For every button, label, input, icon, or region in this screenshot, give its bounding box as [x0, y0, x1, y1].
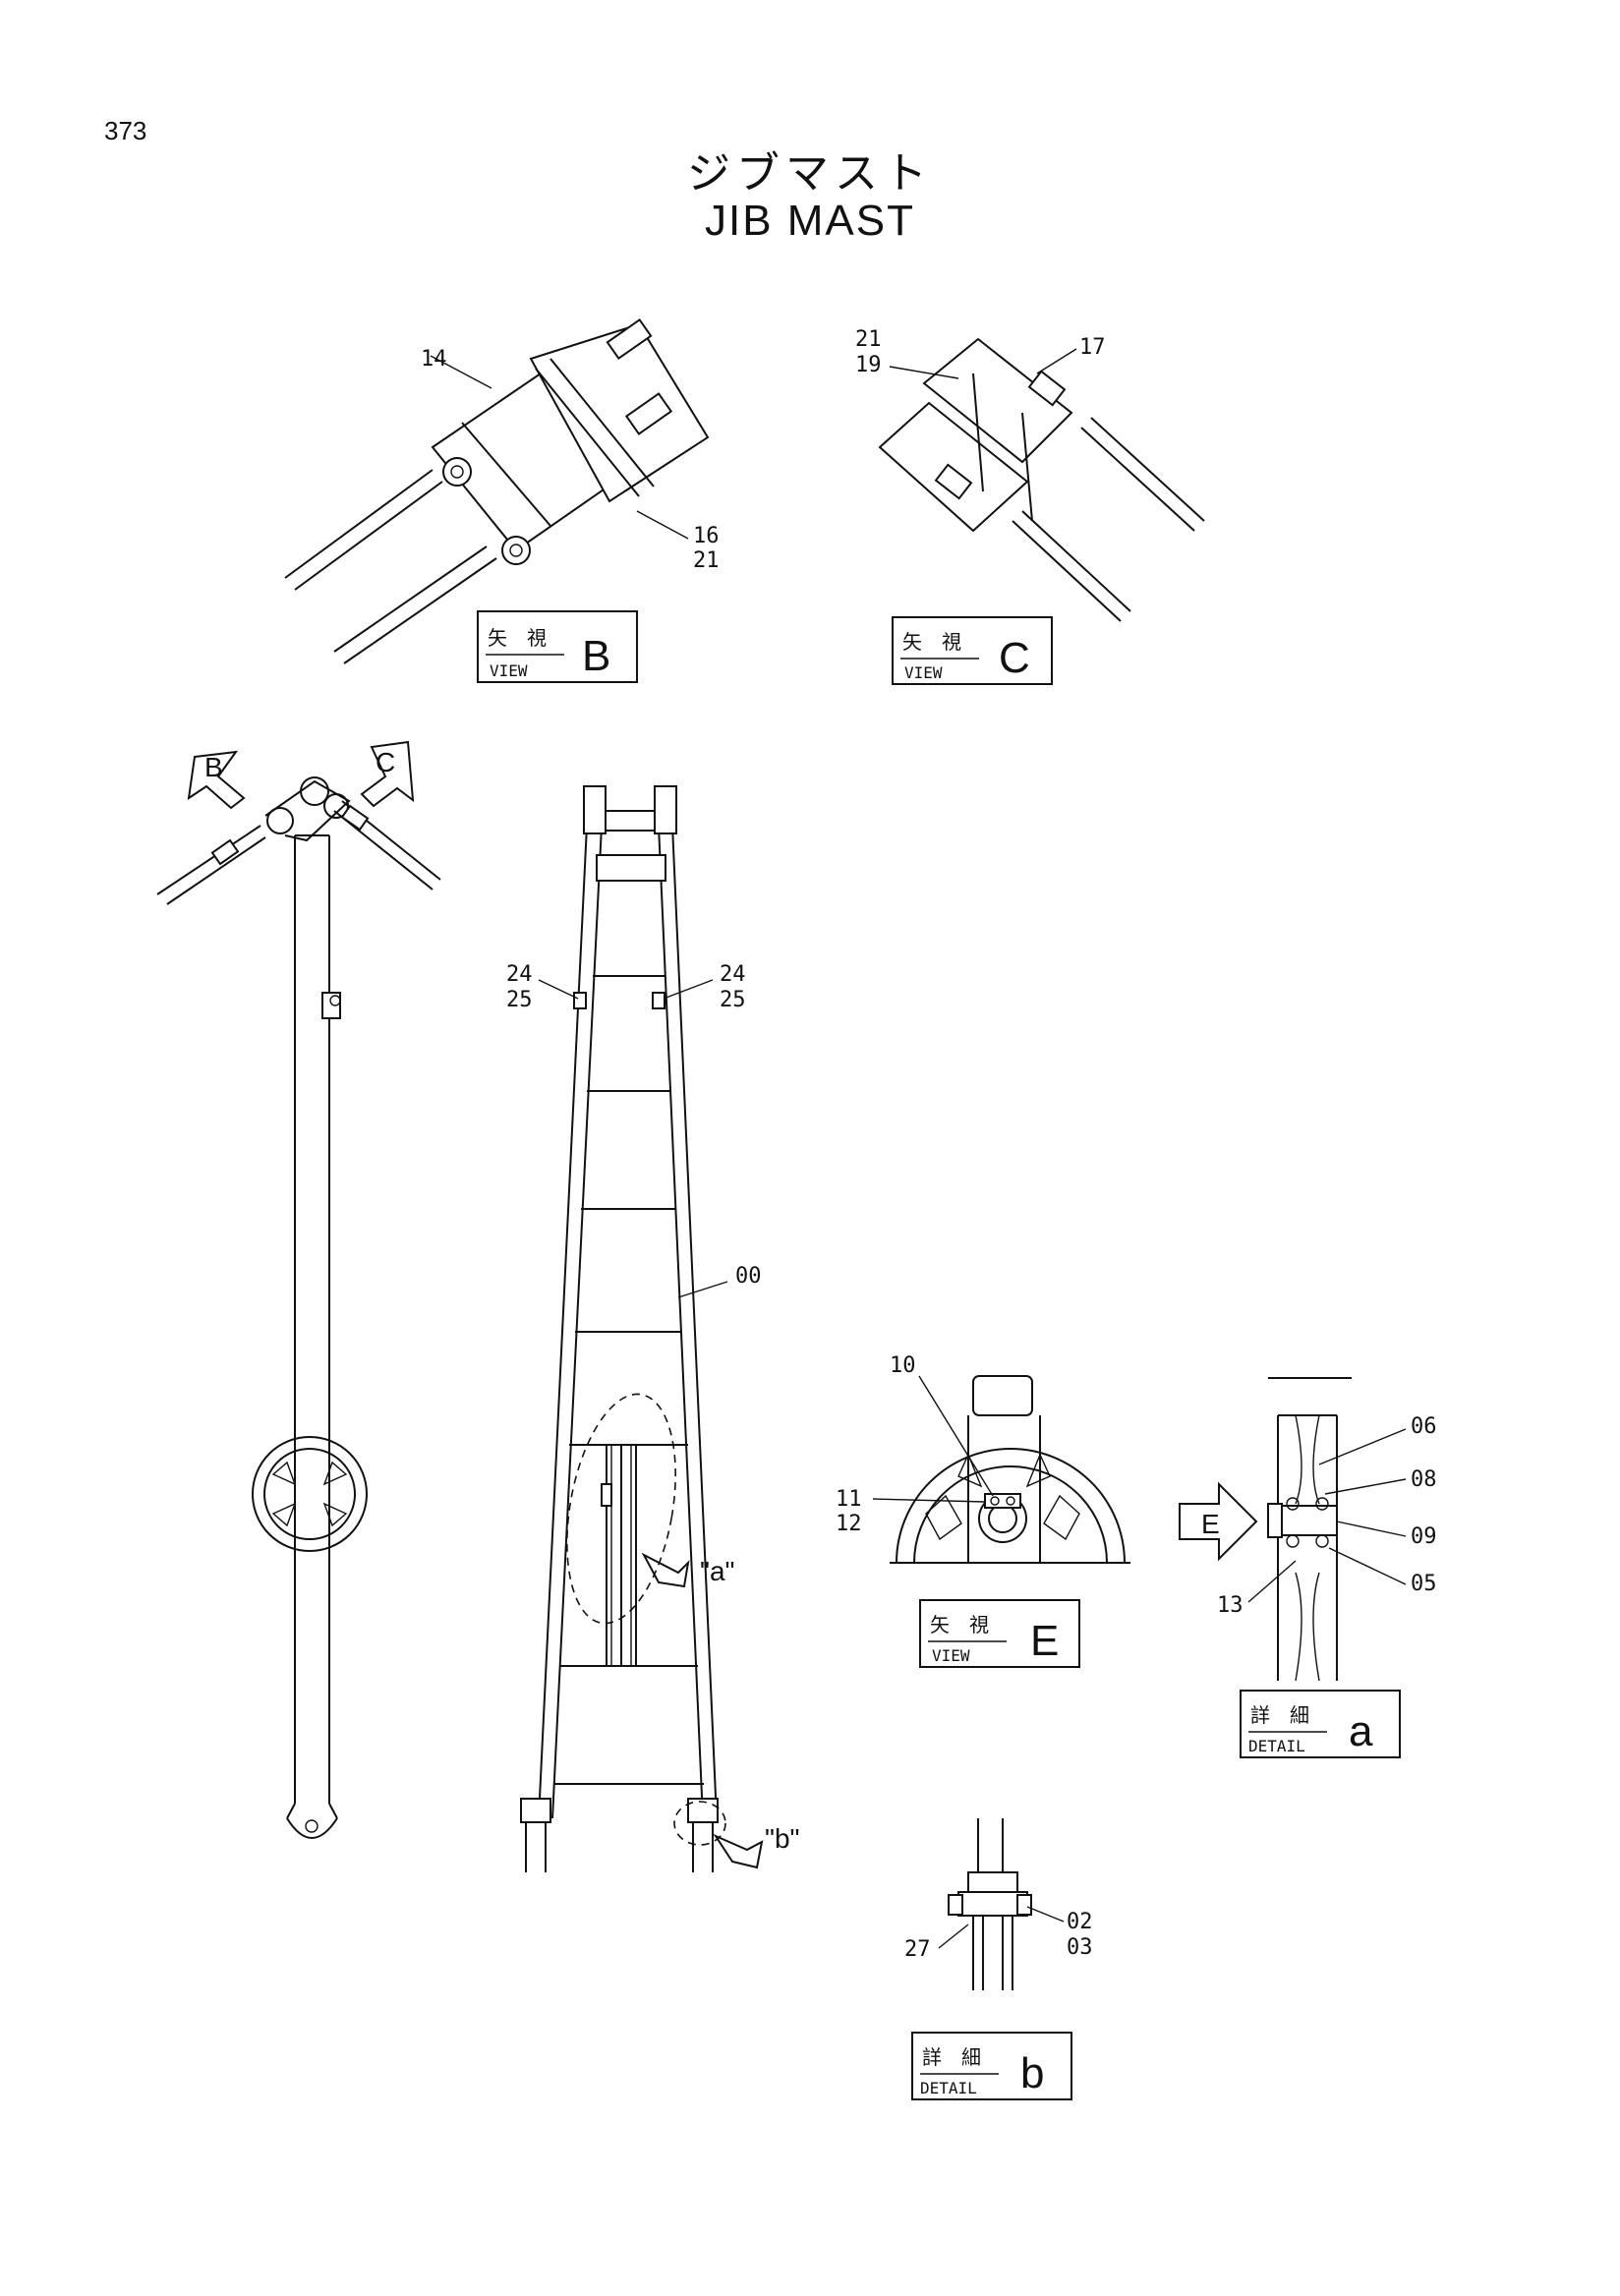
detail-a-letter: a — [1349, 1707, 1373, 1755]
view-b-arrow-letter: B — [204, 752, 223, 782]
part-label-09: 09 — [1411, 1524, 1437, 1549]
part-label-16: 16 — [693, 524, 720, 548]
view-e-jp: 矢 視 — [930, 1613, 989, 1636]
detail-b-jp: 詳 細 — [922, 2045, 981, 2069]
view-b-en: VIEW — [490, 661, 528, 680]
part-label-21: 21 — [693, 548, 720, 573]
part-label-19: 19 — [855, 353, 882, 377]
detail-a-drawing — [1179, 1377, 1407, 1682]
part-label-02: 02 — [1067, 1910, 1093, 1934]
part-label-14: 14 — [421, 347, 447, 372]
part-label-08: 08 — [1411, 1467, 1437, 1492]
part-label-25-left: 25 — [506, 988, 533, 1012]
title-japanese: ジブマスト — [687, 148, 933, 199]
detail-b-drawing — [938, 1818, 1065, 1990]
part-label-13: 13 — [1217, 1593, 1244, 1618]
part-label-06: 06 — [1411, 1414, 1437, 1439]
part-label-21-c: 21 — [855, 327, 882, 352]
view-b-drawing — [284, 317, 710, 664]
view-b-letter: B — [582, 632, 610, 680]
view-c-en: VIEW — [904, 663, 943, 682]
part-label-24-left: 24 — [506, 962, 533, 987]
view-e-en: VIEW — [932, 1646, 970, 1665]
view-e-label-box: 矢 視 VIEW E — [919, 1599, 1080, 1668]
part-label-12: 12 — [836, 1512, 862, 1536]
view-e-arrow-letter: E — [1201, 1509, 1220, 1539]
detail-a-en: DETAIL — [1248, 1737, 1305, 1755]
detail-a-jp: 詳 細 — [1250, 1703, 1309, 1727]
view-c-letter: C — [999, 634, 1030, 682]
detail-a-callout: "a" — [700, 1556, 734, 1586]
view-c-jp: 矢 視 — [902, 630, 961, 654]
mast-front-view — [520, 785, 764, 1872]
part-label-11: 11 — [836, 1487, 862, 1512]
detail-a-label-box: 詳 細 DETAIL a — [1240, 1690, 1401, 1758]
part-label-03: 03 — [1067, 1935, 1093, 1960]
detail-b-label-box: 詳 細 DETAIL b — [911, 2032, 1072, 2100]
view-c-label-box: 矢 視 VIEW C — [892, 616, 1053, 685]
page-number: 373 — [104, 116, 147, 145]
part-label-10: 10 — [890, 1353, 916, 1378]
view-b-arrow: B — [187, 750, 246, 810]
part-label-00: 00 — [735, 1264, 762, 1289]
view-c-arrow-letter: C — [376, 747, 395, 777]
mast-side-view — [156, 776, 441, 1839]
view-c-arrow: C — [360, 740, 415, 808]
view-e-letter: E — [1030, 1617, 1059, 1665]
detail-b-letter: b — [1020, 2049, 1044, 2097]
part-label-17: 17 — [1079, 335, 1106, 360]
part-label-24-right: 24 — [720, 962, 746, 987]
view-b-label-box: 矢 視 VIEW B — [477, 610, 638, 683]
part-label-25-right: 25 — [720, 988, 746, 1012]
view-b-jp: 矢 視 — [488, 626, 547, 650]
part-label-27: 27 — [904, 1937, 931, 1962]
part-label-05: 05 — [1411, 1572, 1437, 1596]
detail-b-en: DETAIL — [920, 2079, 977, 2097]
title-english: JIB MAST — [704, 197, 916, 245]
detail-b-callout: "b" — [765, 1823, 799, 1854]
view-e-drawing — [872, 1375, 1130, 1564]
view-c-drawing — [878, 337, 1205, 622]
